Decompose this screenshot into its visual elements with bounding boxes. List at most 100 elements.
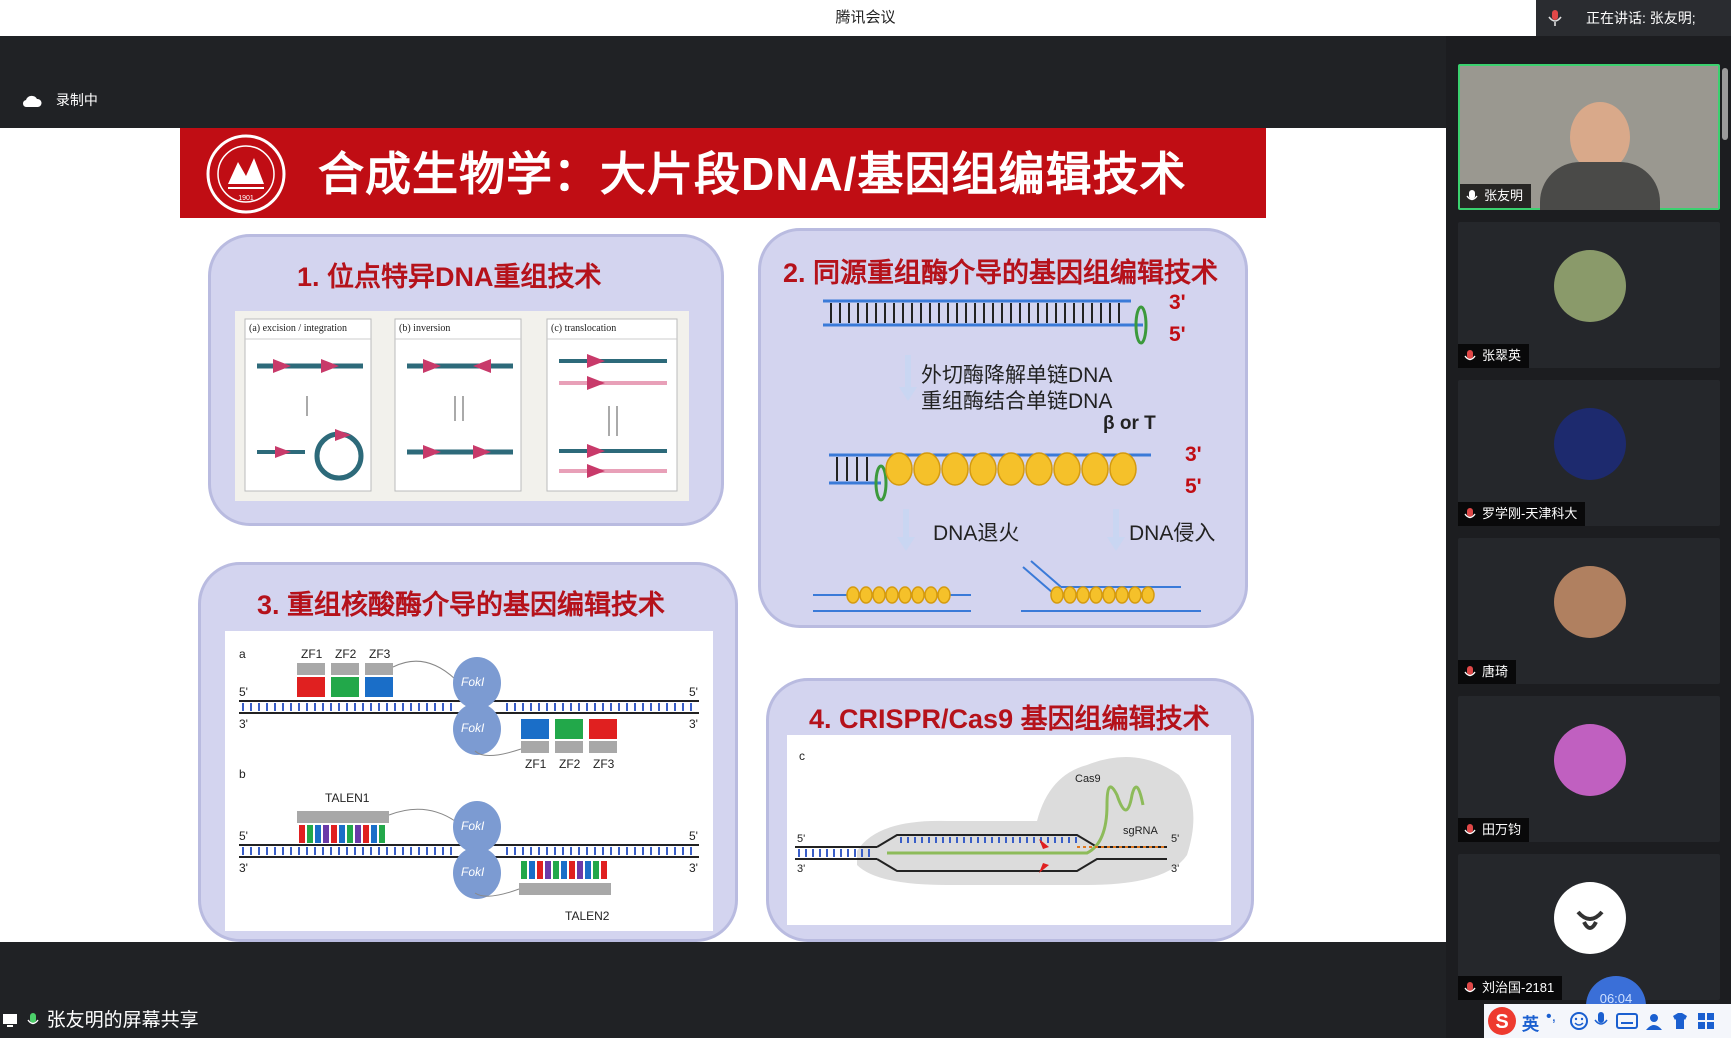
participant-avatar — [1554, 566, 1626, 638]
recording-label: 录制中 — [55, 92, 98, 108]
mic-muted-icon — [1464, 981, 1476, 992]
c-5prime-right: 5' — [1171, 833, 1180, 845]
recording-indicator[interactable]: 录制中 — [22, 90, 98, 110]
three-prime-top: 3' — [1169, 291, 1186, 314]
fig-label-c: (c) translocation — [551, 323, 617, 334]
user-icon[interactable] — [1644, 1011, 1664, 1031]
participant-video — [1570, 102, 1630, 172]
participant-tile[interactable]: 田万钧 — [1458, 696, 1720, 842]
zf3-bottom: ZF3 — [593, 757, 615, 771]
panel4-figure: c Cas9 sgRNA 5' 3' 5' 3' — [787, 735, 1231, 925]
a-3prime-left: 3' — [239, 717, 248, 731]
screen-share-indicator[interactable]: 张友明的屏幕共享 — [0, 1006, 199, 1036]
step-exonuclease: 外切酶降解单链DNA — [921, 364, 1113, 387]
mic-muted-icon — [1464, 349, 1476, 360]
keyboard-icon[interactable] — [1616, 1013, 1638, 1029]
mic-icon — [27, 1012, 39, 1025]
sogou-logo-icon[interactable]: S — [1486, 1006, 1518, 1036]
panel-recombinant-nuclease: 3. 重组核酸酶介导的基因编辑技术 — [198, 562, 738, 942]
c-5prime-left: 5' — [797, 833, 806, 845]
b-3prime-right: 3' — [689, 861, 698, 875]
five-prime-mid: 5' — [1185, 475, 1202, 498]
b-5prime-left: 5' — [239, 829, 248, 843]
zf2-top: ZF2 — [335, 647, 357, 661]
voice-input-icon[interactable] — [1594, 1011, 1608, 1031]
beta-or-t-label: β or T — [1103, 413, 1156, 434]
a-5prime-left: 5' — [239, 685, 248, 699]
b-3prime-left: 3' — [239, 861, 248, 875]
participant-tile[interactable]: 唐琦 — [1458, 538, 1720, 684]
skin-icon[interactable] — [1670, 1011, 1690, 1031]
participant-tile[interactable]: 张翠英 — [1458, 222, 1720, 368]
panel-homologous-recombination: 2. 同源重组酶介导的基因组编辑技术 — [758, 228, 1248, 628]
participant-name: 唐琦 — [1458, 660, 1517, 684]
svg-text:S: S — [1495, 1011, 1508, 1033]
three-prime-mid: 3' — [1185, 443, 1202, 466]
cloud-icon — [22, 96, 42, 108]
participant-tile[interactable]: 张友明 — [1458, 64, 1720, 210]
window-title: 腾讯会议 — [835, 9, 896, 26]
screen-share-icon — [3, 1013, 17, 1027]
recombination-diagram — [244, 318, 678, 492]
participant-name: 张友明 — [1460, 184, 1532, 208]
panel-crispr-cas9: 4. CRISPR/Cas9 基因组编辑技术 c Cas9 sgRNA 5' 3… — [766, 678, 1254, 942]
dna-invade-label: DNA侵入 — [1129, 522, 1216, 545]
foki-a-top: FokI — [461, 675, 485, 689]
ime-toolbar[interactable]: S 英 •, — [1484, 1004, 1731, 1038]
zf2-bottom: ZF2 — [559, 757, 581, 771]
speaker-mic-icon — [1548, 10, 1562, 26]
participant-tile[interactable]: 罗学刚-天津科大 — [1458, 380, 1720, 526]
participant-name: 田万钧 — [1458, 818, 1530, 842]
label-b: b — [239, 767, 246, 781]
participant-scrollbar[interactable] — [1722, 68, 1728, 140]
participant-avatar — [1554, 882, 1626, 954]
b-5prime-right: 5' — [689, 829, 698, 843]
a-5prime-right: 5' — [689, 685, 698, 699]
presentation-slide: 1901 合成生物学：大片段DNA/基因组编辑技术 1. 位点特异DNA重组技术 — [0, 128, 1446, 942]
zfn-talen-diagram — [239, 657, 699, 899]
mic-muted-icon — [1464, 823, 1476, 834]
panel3-figure: a b ZF1 ZF2 ZF3 ZF1 ZF2 ZF3 FokI FokI Fo… — [225, 631, 713, 931]
panel4-title: 4. CRISPR/Cas9 基因组编辑技术 — [809, 704, 1210, 734]
five-prime-top: 5' — [1169, 323, 1186, 346]
window-title-bar: 腾讯会议 — [0, 0, 1731, 36]
fig-label-a: (a) excision / integration — [249, 323, 348, 334]
label-c: c — [799, 749, 805, 763]
university-logo-icon: 1901 — [206, 134, 286, 214]
panel1-title: 1. 位点特异DNA重组技术 — [297, 262, 602, 292]
participant-tile[interactable]: 刘治国-2181 — [1458, 854, 1720, 1000]
toolbox-icon[interactable] — [1696, 1011, 1716, 1031]
speaking-indicator: 正在讲话: 张友明; — [1536, 0, 1731, 36]
zf3-top: ZF3 — [369, 647, 391, 661]
participant-video-body — [1540, 162, 1660, 210]
zf1-bottom: ZF1 — [525, 757, 547, 771]
emoji-icon[interactable] — [1570, 1012, 1588, 1030]
participant-avatar — [1554, 408, 1626, 480]
ime-language[interactable]: 英 — [1522, 1015, 1539, 1034]
foki-a-bottom: FokI — [461, 721, 485, 735]
c-3prime-left: 3' — [797, 863, 806, 875]
participant-name: 刘治国-2181 — [1458, 976, 1563, 1000]
slide-title: 合成生物学：大片段DNA/基因组编辑技术 — [318, 148, 1187, 200]
label-a: a — [239, 647, 246, 661]
participant-name: 罗学刚-天津科大 — [1458, 502, 1586, 526]
slide-title-banner: 1901 合成生物学：大片段DNA/基因组编辑技术 — [180, 128, 1266, 218]
speaking-label: 正在讲话: 张友明; — [1586, 10, 1696, 26]
punctuation-icon[interactable]: •, — [1546, 1008, 1557, 1025]
logo-year: 1901 — [238, 195, 254, 202]
fig-label-b: (b) inversion — [399, 323, 451, 334]
talen1-label: TALEN1 — [325, 791, 370, 805]
foki-b-bottom: FokI — [461, 865, 485, 879]
c-3prime-right: 3' — [1171, 863, 1180, 875]
cas9-label: Cas9 — [1075, 773, 1101, 785]
a-3prime-right: 3' — [689, 717, 698, 731]
participant-name: 张翠英 — [1458, 344, 1530, 368]
homologous-recombination-diagram — [813, 299, 1201, 612]
zf1-top: ZF1 — [301, 647, 323, 661]
panel1-figure: (a) excision / integration (b) inversion… — [235, 311, 689, 501]
foki-b-top: FokI — [461, 819, 485, 833]
screen-share-label: 张友明的屏幕共享 — [46, 1010, 199, 1031]
panel3-title: 3. 重组核酸酶介导的基因编辑技术 — [257, 590, 666, 620]
step-recombinase: 重组酶结合单链DNA — [921, 390, 1113, 413]
talen2-label: TALEN2 — [565, 909, 610, 923]
